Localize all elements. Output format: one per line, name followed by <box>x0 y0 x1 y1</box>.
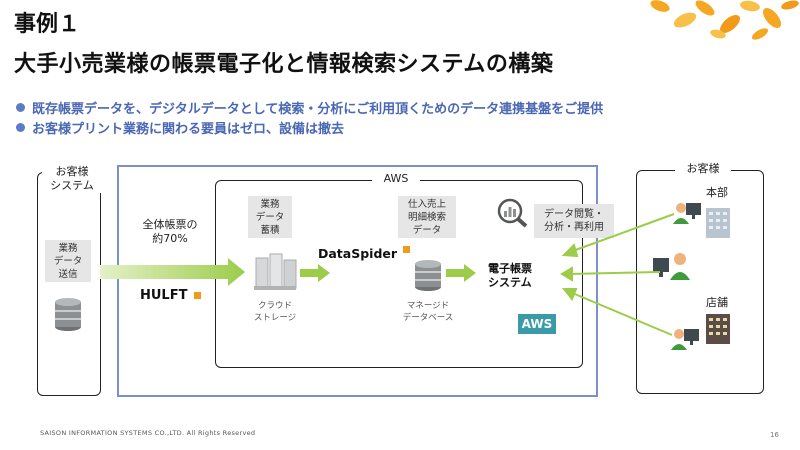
page-number: 16 <box>770 431 779 439</box>
send-data-tag: 業務 データ 送信 <box>45 240 91 282</box>
sales-detail-tag: 仕入売上 明細検索 データ <box>398 196 456 238</box>
customer-system-box <box>37 172 101 396</box>
ratio-label: 全体帳票の 約70% <box>130 218 210 246</box>
accumulate-tag-line: 蓄積 <box>260 224 280 236</box>
sales-tag-line: 仕入売上 <box>407 198 446 210</box>
user-pc-icon <box>673 203 701 224</box>
bullet-text: お客様プリント業務に関わる要員はゼロ、設備は撤去 <box>32 122 345 137</box>
dataspider-logo-text: DataSpider <box>318 246 398 261</box>
send-tag-line: 送信 <box>58 268 78 280</box>
sales-tag-line: データ <box>412 224 442 236</box>
customer-system-label-line2: システム <box>50 179 94 192</box>
database-icon <box>55 298 81 331</box>
copyright-text: SAISON INFORMATION SYSTEMS CO.,LTD. All … <box>40 429 256 437</box>
ratio-label-line1: 全体帳票の <box>142 218 198 231</box>
store-label: 店舗 <box>706 296 728 309</box>
managed-db-label-line: マネージド <box>406 301 450 311</box>
dataspider-logo: DataSpider <box>318 246 411 261</box>
user-pc-icon <box>671 329 699 350</box>
cloud-storage-icon <box>254 253 297 290</box>
view-tag-line: データ閲覧・ <box>544 209 604 220</box>
system-frame <box>117 165 598 397</box>
search-analytics-icon <box>497 198 528 228</box>
flow-arrow-3 <box>446 264 476 282</box>
hulft-mark-icon <box>194 292 201 299</box>
bullet-item: 既存帳票データを、デジタルデータとして検索・分析にご利用頂くためのデータ連携基盤… <box>16 98 603 117</box>
hulft-logo: HULFT <box>140 288 201 303</box>
main-flow-arrow <box>100 258 245 286</box>
decorative-petals <box>650 0 799 40</box>
cloud-storage-label: クラウド ストレージ <box>240 300 310 324</box>
ereport-system-label: 電子帳票 システム <box>488 262 532 290</box>
customer-system-label-line1: お客様 <box>55 165 89 178</box>
headquarters-building-icon <box>706 208 730 238</box>
accumulate-tag-line: 業務 <box>260 198 280 210</box>
bullet-item: お客様プリント業務に関わる要員はゼロ、設備は撤去 <box>16 118 344 137</box>
send-tag-line: 業務 <box>58 242 78 254</box>
headquarters-label: 本部 <box>706 186 728 199</box>
cloud-storage-label-line: クラウド <box>257 301 292 311</box>
aws-badge: AWS <box>518 314 556 334</box>
store-building-icon <box>706 314 730 344</box>
hulft-logo-text: HULFT <box>140 288 188 303</box>
accumulate-data-tag: 業務 データ 蓄積 <box>248 196 292 238</box>
data-view-tag: データ閲覧・ 分析・再利用 <box>534 204 614 238</box>
bullet-text: 既存帳票データを、デジタルデータとして検索・分析にご利用頂くためのデータ連携基盤… <box>32 102 604 117</box>
ereport-label-line: 電子帳票 <box>488 262 532 275</box>
access-arrows <box>560 213 675 336</box>
managed-db-label-line: データベース <box>402 313 454 323</box>
accumulate-tag-line: データ <box>255 211 285 223</box>
managed-database-label: マネージド データベース <box>393 300 463 324</box>
user-pc-icon <box>653 253 690 280</box>
managed-database-icon <box>415 260 441 291</box>
send-tag-line: データ <box>53 255 83 267</box>
case-label: 事例１ <box>14 12 81 37</box>
customer-label: お客様 <box>675 162 731 176</box>
dataspider-mark-icon <box>403 246 411 253</box>
aws-label: AWS <box>372 172 420 186</box>
ratio-label-line2: 約70% <box>152 232 188 245</box>
flow-arrow-2 <box>300 264 330 282</box>
bullet-dot-icon <box>16 123 25 132</box>
view-tag-line: 分析・再利用 <box>544 222 604 233</box>
bullet-dot-icon <box>16 103 25 112</box>
cloud-storage-label-line: ストレージ <box>253 313 297 323</box>
page-title: 大手小売業様の帳票電子化と情報検索システムの構築 <box>14 52 554 77</box>
sales-tag-line: 明細検索 <box>407 211 446 223</box>
ereport-label-line: システム <box>488 276 532 289</box>
customer-system-label: お客様 システム <box>42 165 102 193</box>
